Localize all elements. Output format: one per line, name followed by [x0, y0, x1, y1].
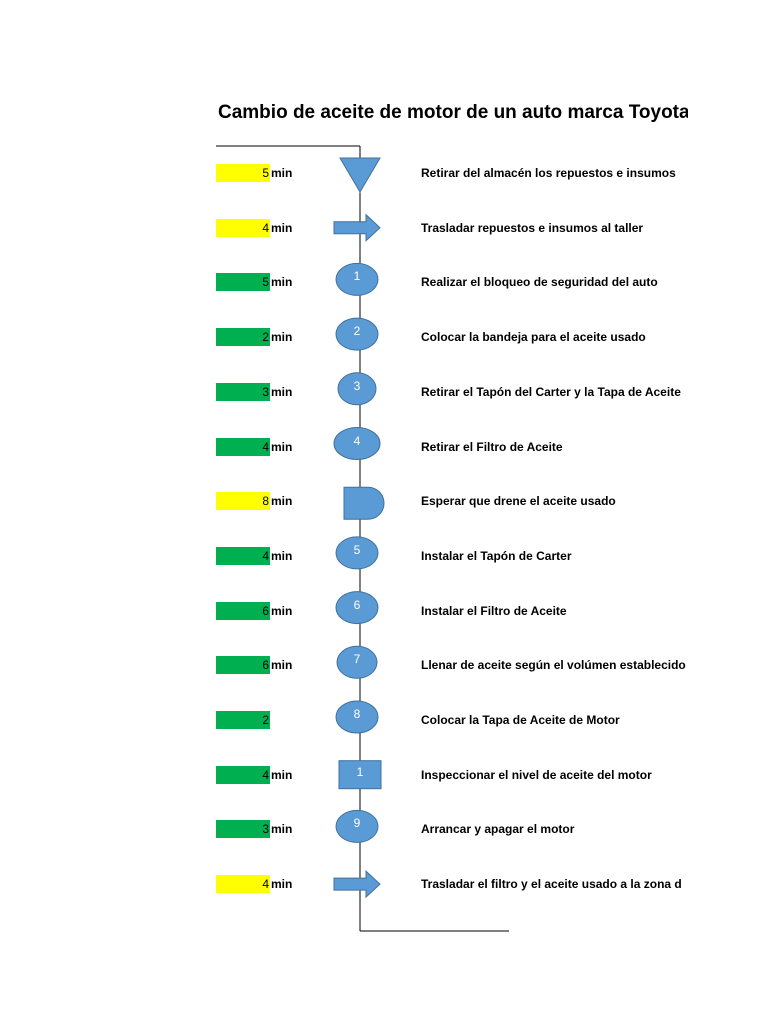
step-time: 5 [262, 275, 269, 290]
step-description: Llenar de aceite según el volúmen establ… [421, 658, 686, 673]
step-description: Instalar el Filtro de Aceite [421, 603, 567, 618]
step-time-unit: min [271, 220, 293, 235]
operation-circle-icon [335, 262, 379, 296]
time-highlight [216, 875, 270, 894]
step-time-unit: min [271, 384, 293, 399]
inspection-square-icon [338, 760, 382, 790]
step-time: 4 [262, 767, 269, 782]
time-highlight [216, 218, 270, 237]
step-row: 2 Colocar la Tapa de Aceite de Motor [0, 705, 768, 735]
time-highlight [216, 437, 270, 456]
operation-circle-icon [335, 809, 379, 843]
step-description: Retirar del almacén los repuestos e insu… [421, 166, 676, 180]
operation-circle-icon [335, 700, 379, 734]
storage-triangle-icon [339, 157, 381, 193]
operation-circle-icon [333, 427, 381, 460]
step-symbol-number: 1 [356, 764, 364, 779]
time-highlight [216, 601, 270, 620]
step-time: 3 [262, 384, 269, 399]
step-time-unit: min [271, 439, 293, 454]
operation-circle-icon [335, 591, 379, 625]
step-time: 4 [262, 877, 269, 892]
step-time: 3 [262, 822, 269, 837]
step-symbol-number: 2 [353, 324, 361, 339]
step-time: 5 [262, 166, 269, 180]
step-time: 8 [262, 494, 269, 509]
step-description: Arrancar y apagar el motor [421, 822, 575, 837]
page-title: Cambio de aceite de motor de un auto mar… [218, 102, 688, 123]
step-time-unit: min [271, 877, 293, 892]
step-time: 4 [262, 439, 269, 454]
delay-d-icon [343, 486, 385, 520]
step-time-unit: min [271, 822, 293, 837]
step-time: 4 [262, 220, 269, 235]
time-highlight [216, 164, 270, 182]
time-highlight [216, 382, 270, 401]
time-highlight [216, 328, 270, 347]
operation-circle-icon [335, 317, 379, 351]
step-time-unit: min [271, 275, 293, 290]
time-highlight [216, 546, 270, 565]
step-symbol-number: 4 [353, 433, 361, 448]
step-symbol-number: 7 [353, 652, 361, 667]
operation-circle-icon [336, 645, 378, 679]
step-description: Trasladar repuestos e insumos al taller [421, 220, 644, 235]
step-symbol-number: 3 [353, 378, 361, 393]
step-time-unit: min [271, 494, 293, 509]
time-highlight [216, 273, 270, 292]
step-symbol-number: 9 [353, 816, 361, 831]
operation-circle-icon [335, 536, 379, 570]
step-description: Esperar que drene el aceite usado [421, 494, 616, 509]
step-description: Retirar el Filtro de Aceite [421, 439, 563, 454]
time-highlight [216, 711, 270, 729]
step-description: Colocar la bandeja para el aceite usado [421, 330, 646, 345]
transport-arrow-icon [333, 869, 381, 899]
step-description: Inspeccionar el nivel de aceite del moto… [421, 767, 652, 782]
operation-circle-icon [337, 372, 377, 406]
step-time: 6 [262, 658, 269, 673]
step-time-unit: min [271, 658, 293, 673]
step-description: Retirar el Tapón del Carter y la Tapa de… [421, 384, 681, 399]
time-highlight [216, 492, 270, 511]
step-description: Trasladar el filtro y el aceite usado a … [421, 877, 682, 892]
step-time-unit: min [271, 166, 293, 180]
step-time-unit: min [271, 330, 293, 345]
time-highlight [216, 765, 270, 784]
step-description: Realizar el bloqueo de seguridad del aut… [421, 275, 658, 290]
transport-arrow-icon [333, 213, 381, 242]
time-highlight [216, 820, 270, 839]
step-description: Instalar el Tapón de Carter [421, 548, 572, 563]
step-time-unit: min [271, 548, 293, 563]
step-time: 6 [262, 603, 269, 618]
step-time: 4 [262, 548, 269, 563]
step-time: 2 [262, 713, 269, 727]
step-description: Colocar la Tapa de Aceite de Motor [421, 713, 620, 727]
step-time-unit: min [271, 603, 293, 618]
time-highlight [216, 656, 270, 675]
step-time-unit: min [271, 767, 293, 782]
step-symbol-number: 1 [353, 269, 361, 284]
step-symbol-number: 8 [353, 707, 361, 721]
step-time: 2 [262, 330, 269, 345]
step-symbol-number: 6 [353, 597, 361, 612]
step-symbol-number: 5 [353, 542, 361, 557]
